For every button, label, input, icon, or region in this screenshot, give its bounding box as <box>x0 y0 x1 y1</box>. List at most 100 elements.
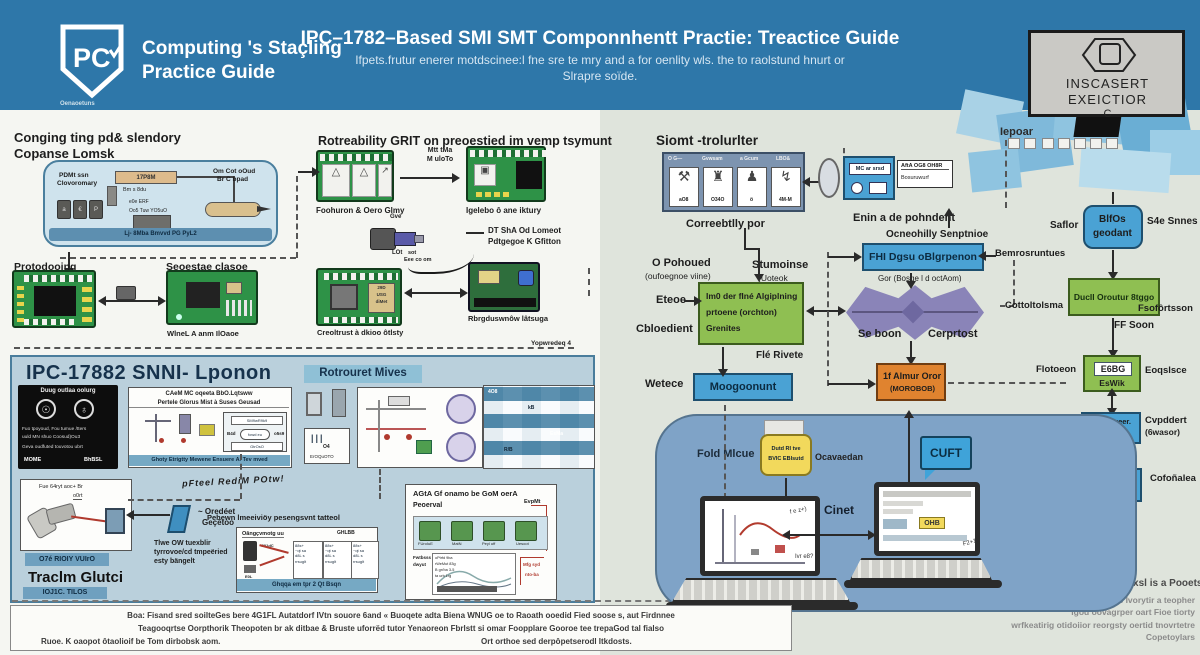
brand-line2: Practice Guide <box>142 62 276 83</box>
detail-text: o5s9 <box>274 431 285 436</box>
black-info-box: Duug outlaa oolurg ☉ ♁ Fuo tpoyoud, Fou … <box>18 385 118 469</box>
screen-row <box>883 491 971 497</box>
wb2-title: Oângçvmotg uu <box>242 531 284 539</box>
fhi-subtitle: Gor (Bosge l d octAom) <box>878 274 962 283</box>
wb3-left-label: Fwtbsss <box>413 555 432 560</box>
screen-cell <box>883 519 907 529</box>
fle-label: Flé Rivete <box>756 350 804 361</box>
schematic-strip: Ghoty Etrigtty Mewene Ensuere A. Tev mve… <box>129 455 290 466</box>
cvp-label-2: (6wasor) <box>1145 427 1180 437</box>
wire <box>177 176 235 178</box>
footnote-line: wrfkeatirig otidoiior reorgsty oertid tn… <box>1011 619 1195 630</box>
footer-line-3a: Ruoe. K oaopot ôtaolioif be Tom dirbobsk… <box>41 637 221 646</box>
wb2-title-right: GHLBB <box>337 530 355 536</box>
note-line-3: esty bängelt <box>154 558 195 565</box>
usb-body <box>370 228 396 250</box>
dashed-connector <box>827 252 829 386</box>
ctrl-card-icon: ⚒ <box>677 168 691 184</box>
connector-line <box>744 248 760 250</box>
gun-note-2: o0rt <box>73 493 83 501</box>
cell-line: d8L s <box>325 553 335 559</box>
flow-arrow <box>298 167 320 177</box>
pcb-chip <box>186 282 220 308</box>
schem-line <box>155 414 157 442</box>
schem-part <box>416 440 432 454</box>
left-heading-1b: Copanse Lomsk <box>14 146 115 161</box>
process-box: AGtA Gf onamo be GoM oerA Peoerval EvpMt… <box>405 484 557 600</box>
bifos-line-1: BlfOs <box>1099 214 1126 225</box>
graph-box: oPtrfd 9ba rWeMut 83g B gn'ba 3-5 ta urb… <box>432 553 516 595</box>
cbl-label: Cbloedient <box>636 323 693 335</box>
black-box-footer: BhBSL <box>84 457 103 463</box>
cott-label: Cottoltolsma <box>1005 300 1064 311</box>
dashed-connector <box>1000 305 1014 307</box>
footer-line-3b: Ort orthoe sed derpôpetserodl Itkdosts. <box>481 637 632 646</box>
meter-label: ErOQuOTO <box>310 454 334 459</box>
schem-line <box>145 420 171 422</box>
stum-label-1: Stumoinse <box>752 259 809 271</box>
bifos-line-2: geodant <box>1093 228 1132 239</box>
pcb-text: diMet <box>375 299 388 305</box>
line-into-bifos <box>1112 192 1114 204</box>
orange-line-1: 1f Almur Oror <box>883 371 942 381</box>
panel-subheading: Pehewn lmeeiviöy pesengsvnt tatteol <box>207 513 340 522</box>
left-heading-1a: Conging ting pd& slendory <box>14 130 181 145</box>
gun-note-1: Fue 64ryt aoc+ Br <box>39 484 83 490</box>
cinet-label: Cinet <box>824 503 854 517</box>
machine-label: MatN <box>452 541 462 546</box>
pcb-caption-e: Creoltrust à dkioo ôtlsty <box>317 328 404 337</box>
pcb-strip <box>474 298 536 307</box>
panel-strip-title: Rotrouret Mives <box>304 365 422 383</box>
pcb-chip <box>516 161 542 189</box>
footnote-line: Igod oovagrper oart Fioe tiorty <box>1071 607 1195 618</box>
capsule-component <box>205 202 261 217</box>
alarm-orange-box: 1f Almur Oror (MOROBOB) <box>876 363 946 401</box>
component-block <box>107 186 117 206</box>
opoh-label-1: O Pohoued <box>652 257 711 269</box>
usb-note-2: Pdtgegoe K Gfitton <box>488 237 561 246</box>
yellow-line-1: Dutd RI tve <box>771 446 801 452</box>
laptop-screen: OHB <box>874 482 980 556</box>
pcb-illustration-d <box>166 270 258 325</box>
pcb-edge <box>24 319 74 325</box>
table-row: Bosuruwurf <box>901 175 929 181</box>
laptop-keyboard <box>672 578 850 602</box>
bidirectional-arrow <box>98 296 166 306</box>
ctrl-top-label: Gvwsam <box>702 156 723 162</box>
graph-curve <box>436 570 512 589</box>
yellow-data-box: Dutd RI tve BVIC EBIsutd <box>760 434 812 476</box>
ohb-highlight: OHB <box>919 517 945 529</box>
ctrl-card: ♟ ö <box>737 167 767 207</box>
ctrl-card-sub: ö <box>750 197 754 203</box>
arrow-purple-orange <box>906 341 916 365</box>
cuft-speech-bubble: CUFT <box>920 436 972 470</box>
pcb-caption-b: Igelebo ô ane iktury <box>466 206 542 215</box>
usb-label-bottom: LOt <box>392 250 403 256</box>
machine-label: FUroIuE <box>418 541 433 546</box>
gauge-icon <box>446 394 476 424</box>
ctrl-top-label: a Gcum <box>740 156 759 162</box>
deco-square <box>1008 138 1020 149</box>
cell-line: d8L s <box>353 553 363 559</box>
mini-meter-box: ||| O4 ErOQuOTO <box>304 428 350 464</box>
footnote-line: Copetoylars <box>1145 631 1195 642</box>
pc-shield-logo: PC <box>60 24 124 99</box>
red-wire <box>259 544 289 554</box>
capsule-tip <box>257 206 271 212</box>
cell-line: rrsuglt <box>295 558 307 564</box>
logo-subtext: Oenaoetuns <box>60 101 95 107</box>
scribble-note: Ivr e8? <box>795 554 814 560</box>
page-title: IPC–1782–Based SMI SMT Componnhentt Prac… <box>300 28 900 49</box>
target-component <box>105 508 125 534</box>
machine-icon <box>515 521 537 541</box>
graph-band <box>437 586 497 592</box>
deco-square <box>1106 138 1118 149</box>
ducll-box: Ducll Oroutur 8tggo <box>1068 278 1160 316</box>
cable-curve <box>408 240 474 274</box>
laptop-screen <box>700 496 820 576</box>
mc-icon <box>869 182 887 194</box>
detail-pill: fowd eu <box>240 429 270 440</box>
cell-line: rrsuglt <box>325 558 337 564</box>
detail-cell: GtrOsO <box>231 442 283 452</box>
